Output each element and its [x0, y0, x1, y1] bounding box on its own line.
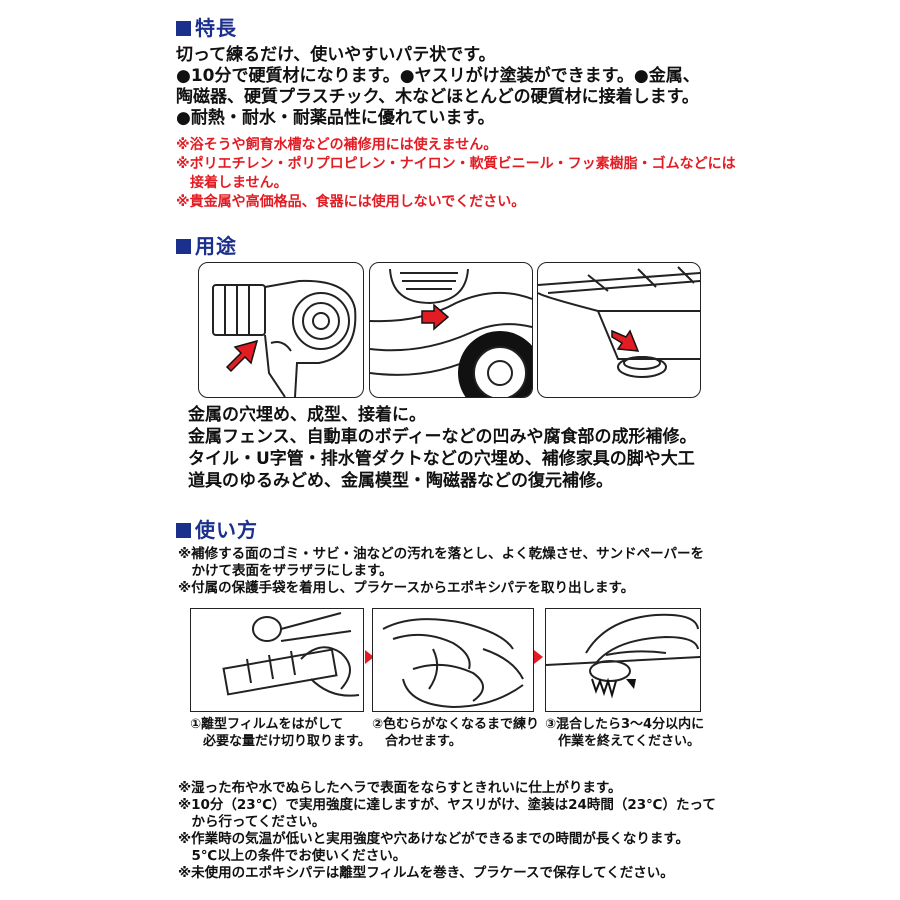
feature-line: 切って練るだけ、使いやすいパテ状です。 — [176, 45, 496, 65]
heading-square-icon — [176, 239, 191, 254]
car-fender-icon — [370, 268, 532, 397]
warning-line: 接着しません。 — [176, 175, 288, 191]
warning-line: ※浴そうや飼育水槽などの補修用には使えません。 — [176, 137, 498, 153]
features-heading: 特長 — [176, 12, 237, 41]
warning-line: ※貴金属や高価格品、食器には使用しないでください。 — [176, 194, 526, 210]
caption-line: 作業を終えてください。 — [545, 734, 700, 749]
caption-line: ②色むらがなくなるまで練り — [372, 717, 540, 732]
bathtub-drain-icon — [538, 266, 700, 378]
caption-line: 必要な量だけ切り取ります。 — [190, 734, 371, 749]
warning-line: ※ポリエチレン・ポリプロピレン・ナイロン・軟質ビニール・フッ素樹脂・ゴムなどには — [176, 156, 736, 172]
bottom-note-line: 5℃以上の条件でお使いください。 — [178, 848, 407, 864]
howto-bottom-notes: ※湿った布や水でぬらしたヘラで表面をならすときれいに仕上がります。 ※10分（2… — [178, 780, 716, 882]
uses-body: 金属の穴埋め、成型、接着に。 金属フェンス、自動車のボディーなどの凹みや腐食部の… — [188, 404, 696, 492]
apply-putty-icon — [546, 613, 700, 699]
caption-line: ①離型フィルムをはがして — [190, 717, 344, 732]
feature-line: ●10分で硬質材になります。●ヤスリがけ塗装ができます。●金属、 — [176, 66, 700, 86]
use-line: 金属の穴埋め、成型、接着に。 — [188, 405, 426, 425]
use-line: 道具のゆるみどめ、金属模型・陶磁器などの復元補修。 — [188, 471, 613, 491]
use-line: 金属フェンス、自動車のボディーなどの凹みや腐食部の成形補修。 — [188, 427, 697, 447]
step-2-illustration — [372, 608, 534, 712]
features-warnings: ※浴そうや飼育水槽などの補修用には使えません。 ※ポリエチレン・ポリプロピレン・… — [176, 136, 736, 212]
prep-note-line: かけて表面をザラザラにします。 — [178, 563, 393, 579]
hair-dryer-icon — [212, 279, 357, 397]
step-1-illustration — [190, 608, 364, 712]
step-3-caption: ③混合したら3～4分以内に 作業を終えてください。 — [545, 716, 704, 750]
uses-heading: 用途 — [176, 230, 237, 259]
bottom-note-line: ※作業時の気温が低いと実用強度や穴あけなどができるまでの時間が長くなります。 — [178, 831, 690, 847]
illustration-bathtub-drain — [537, 262, 701, 398]
use-line: タイル・U字管・排水管ダクトなどの穴埋め、補修家具の脚や大工 — [188, 449, 695, 469]
knead-putty-icon — [382, 618, 524, 709]
step-3-illustration — [545, 608, 701, 712]
illustration-hair-dryer — [198, 262, 364, 398]
feature-line: ●耐熱・耐水・耐薬品性に優れています。 — [176, 108, 495, 128]
heading-square-icon — [176, 21, 191, 36]
heading-square-icon — [176, 523, 191, 538]
bottom-note-line: ※湿った布や水でぬらしたヘラで表面をならすときれいに仕上がります。 — [178, 780, 622, 796]
bottom-note-line: ※未使用のエポキシパテは離型フィルムを巻き、プラケースで保存してください。 — [178, 865, 674, 881]
feature-line: 陶磁器、硬質プラスチック、木などほとんどの硬質材に接着します。 — [176, 87, 699, 107]
step-1-caption: ①離型フィルムをはがして 必要な量だけ切り取ります。 — [190, 716, 371, 750]
step-arrow-icon — [534, 650, 543, 664]
red-arrow-icon — [225, 339, 259, 373]
prep-note-line: ※補修する面のゴミ・サビ・油などの汚れを落とし、よく乾燥させ、サンドペーパーを — [178, 546, 704, 562]
howto-prep-notes: ※補修する面のゴミ・サビ・油などの汚れを落とし、よく乾燥させ、サンドペーパーを … — [178, 546, 704, 597]
cut-putty-icon — [222, 612, 360, 697]
bottom-note-line: ※10分（23℃）で実用強度に達しますが、ヤスリがけ、塗装は24時間（23℃）た… — [178, 797, 716, 813]
red-arrow-icon — [421, 303, 450, 331]
red-arrow-icon — [611, 329, 640, 352]
features-body: 切って練るだけ、使いやすいパテ状です。 ●10分で硬質材になります。●ヤスリがけ… — [176, 45, 700, 129]
step-2-caption: ②色むらがなくなるまで練り 合わせます。 — [372, 716, 539, 750]
howto-heading: 使い方 — [176, 514, 258, 543]
prep-note-line: ※付属の保護手袋を着用し、プラケースからエポキシパテを取り出します。 — [178, 580, 635, 596]
bottom-note-line: から行ってください。 — [178, 814, 326, 830]
illustration-car-fender — [369, 262, 533, 398]
caption-line: ③混合したら3～4分以内に — [545, 717, 705, 732]
step-arrow-icon — [365, 650, 374, 664]
caption-line: 合わせます。 — [372, 734, 462, 749]
